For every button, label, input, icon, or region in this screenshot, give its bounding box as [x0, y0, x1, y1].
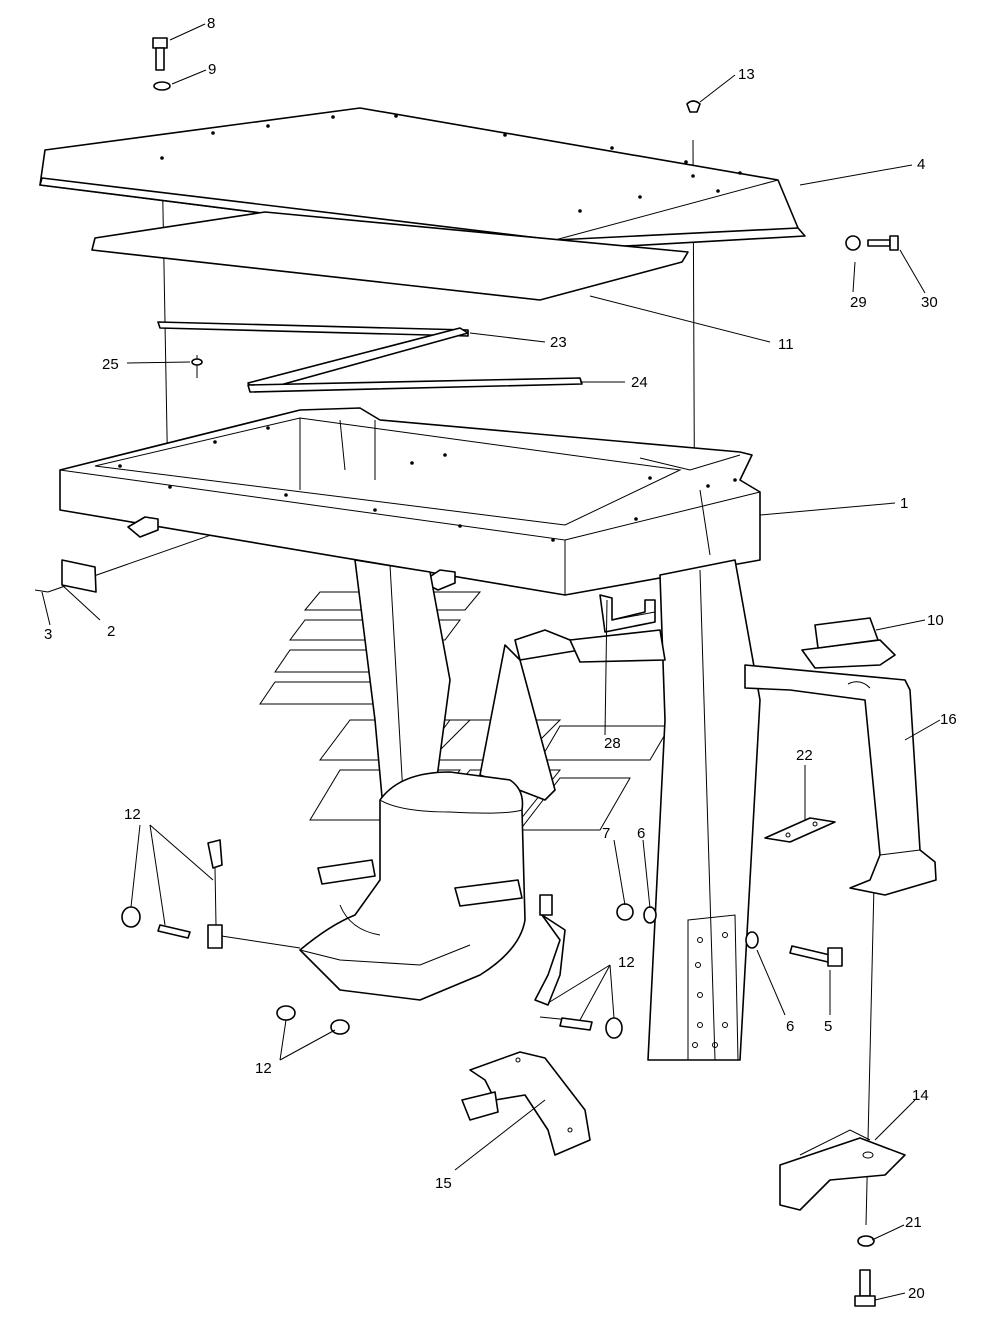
top-plug	[686, 100, 701, 113]
label-28: 28	[604, 735, 621, 752]
top-bolt	[152, 37, 168, 71]
label-3: 3	[44, 626, 52, 643]
bottom-washer	[857, 1235, 875, 1247]
label-4: 4	[917, 156, 925, 173]
side-panel	[744, 664, 937, 896]
label-6-upper: 6	[637, 825, 645, 842]
label-30: 30	[921, 294, 938, 311]
label-21: 21	[905, 1214, 922, 1231]
seat-support-bracket	[479, 629, 666, 801]
label-2: 2	[107, 623, 115, 640]
headliner-panel	[91, 211, 689, 301]
label-29: 29	[850, 294, 867, 311]
top-washer	[153, 81, 171, 91]
small-plate	[61, 559, 97, 593]
right-pillar	[647, 559, 761, 1061]
lower-mount	[779, 1129, 906, 1211]
label-13: 13	[738, 66, 755, 83]
label-5: 5	[824, 1018, 832, 1035]
operator-seat	[299, 771, 526, 1001]
label-24: 24	[631, 374, 648, 391]
label-14: 14	[912, 1087, 929, 1104]
label-23: 23	[550, 334, 567, 351]
label-25: 25	[102, 356, 119, 373]
label-6-lower: 6	[786, 1018, 794, 1035]
seat-belt-left	[207, 839, 223, 949]
label-11: 11	[778, 336, 794, 353]
hardware-caps	[121, 903, 759, 1039]
u-bracket	[599, 594, 656, 633]
part-labels: 8 9 13 4 29 30 11 23 25 24 1 3 2 10 16 2…	[44, 15, 957, 1302]
label-15: 15	[435, 1175, 452, 1192]
clip-fastener	[191, 355, 203, 378]
mount-plate	[764, 817, 836, 843]
hardware-bolts	[157, 924, 843, 1031]
lower-bracket	[461, 1051, 591, 1156]
main-frame	[59, 407, 761, 596]
label-8: 8	[207, 15, 215, 32]
roof-panel	[39, 107, 806, 251]
side-bolt	[867, 235, 899, 251]
label-12-right: 12	[618, 954, 635, 971]
label-16: 16	[940, 711, 957, 728]
cover-flange	[801, 617, 896, 669]
side-nut	[845, 235, 861, 251]
cross-brackets	[157, 321, 583, 393]
label-12-left: 12	[124, 806, 141, 823]
label-7: 7	[602, 825, 610, 842]
label-1: 1	[900, 495, 908, 512]
label-10: 10	[927, 612, 944, 629]
small-screw	[34, 589, 49, 593]
leader-lines	[41, 23, 941, 1301]
label-9: 9	[208, 61, 216, 78]
label-22: 22	[796, 747, 813, 764]
label-12-bottom: 12	[255, 1060, 272, 1077]
seat-belt-right	[534, 894, 566, 1006]
bottom-bolt	[854, 1269, 876, 1307]
label-20: 20	[908, 1285, 925, 1302]
